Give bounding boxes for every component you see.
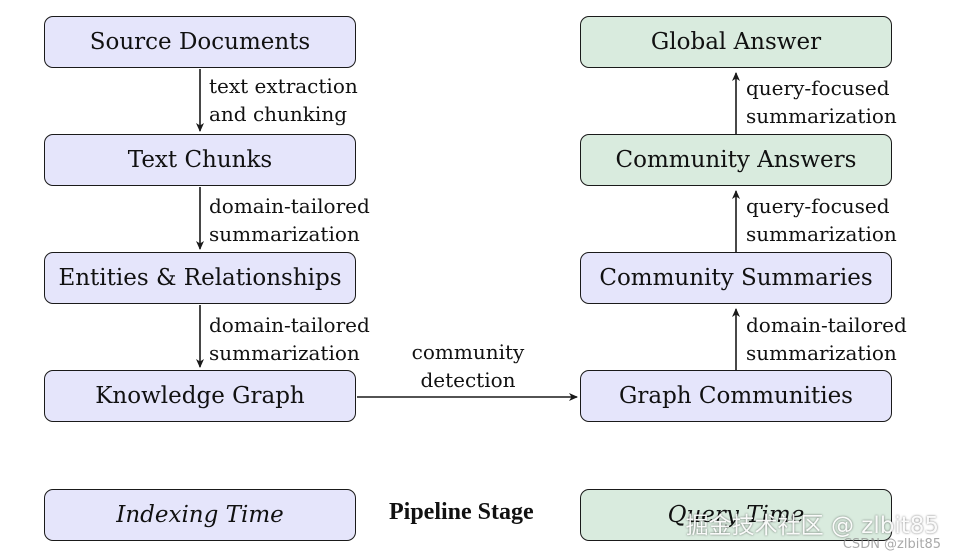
node-global-answer: Global Answer bbox=[580, 16, 892, 68]
node-graph-communities: Graph Communities bbox=[580, 370, 892, 422]
node-community-answers: Community Answers bbox=[580, 134, 892, 186]
node-entities-relationships: Entities & Relationships bbox=[44, 252, 356, 304]
legend-indexing-time: Indexing Time bbox=[44, 489, 356, 541]
node-knowledge-graph: Knowledge Graph bbox=[44, 370, 356, 422]
node-community-summaries: Community Summaries bbox=[580, 252, 892, 304]
legend-pipeline-stage: Pipeline Stage bbox=[389, 499, 534, 525]
node-text-chunks: Text Chunks bbox=[44, 134, 356, 186]
watermark-text: 掘金技术社区 @ zlbit85 bbox=[685, 513, 939, 539]
watermark-subtext: CSDN @zlbit85 bbox=[842, 537, 941, 552]
node-source-documents: Source Documents bbox=[44, 16, 356, 68]
legend-query-time: Query Time bbox=[580, 489, 892, 541]
